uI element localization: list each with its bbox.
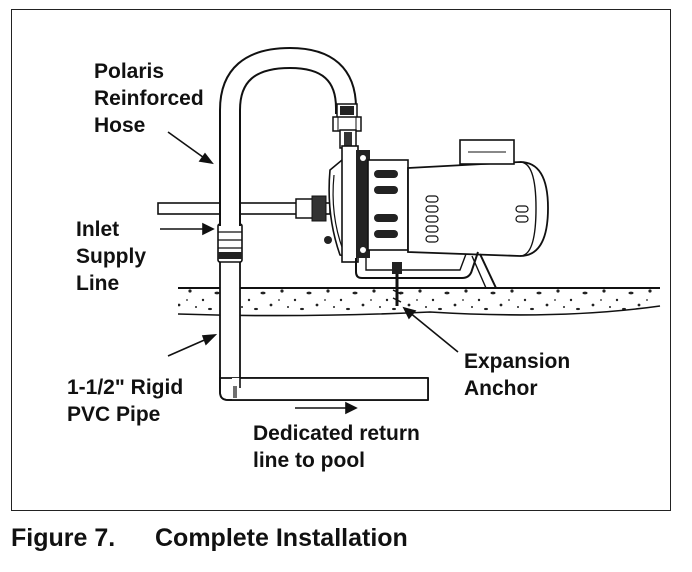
concrete-pad bbox=[177, 287, 661, 317]
expansion-anchor bbox=[392, 262, 402, 306]
inlet-label-line-2: Supply bbox=[76, 245, 147, 268]
reinforced-hose bbox=[219, 46, 357, 226]
return-line-label-line-1: Dedicated return bbox=[253, 422, 420, 445]
anchor-label-line-1: Expansion bbox=[464, 350, 571, 373]
caption-title: Complete Installation bbox=[155, 524, 408, 552]
hose-label-line-3: Hose bbox=[94, 114, 146, 137]
hose-coupling bbox=[217, 223, 243, 263]
inlet-label-line-3: Line bbox=[76, 272, 120, 295]
hose-pump-fitting bbox=[332, 103, 362, 149]
hose-label-line-1: Polaris bbox=[94, 60, 165, 83]
anchor-label: Expansion Anchor bbox=[464, 348, 570, 402]
anchor-label-line-2: Anchor bbox=[464, 377, 538, 400]
hose-label-line-2: Reinforced bbox=[94, 87, 204, 110]
inlet-supply-pipe bbox=[157, 195, 331, 222]
return-line-label-line-2: line to pool bbox=[253, 449, 365, 472]
inlet-label: Inlet Supply Line bbox=[76, 216, 146, 297]
pvc-label-line-2: PVC Pipe bbox=[67, 403, 161, 426]
caption-number: Figure 7. bbox=[11, 524, 116, 552]
pvc-label: 1-1/2" Rigid PVC Pipe bbox=[67, 374, 183, 428]
hose-label: Polaris Reinforced Hose bbox=[94, 58, 204, 139]
pvc-label-line-1: 1-1/2" Rigid bbox=[67, 376, 184, 399]
booster-pump bbox=[324, 139, 549, 289]
pvc-pipe bbox=[219, 227, 429, 401]
inlet-label-line-1: Inlet bbox=[76, 218, 120, 241]
motor-vents bbox=[425, 195, 529, 243]
leader-arrows bbox=[160, 131, 459, 415]
return-line-label: Dedicated return line to pool bbox=[253, 420, 420, 474]
